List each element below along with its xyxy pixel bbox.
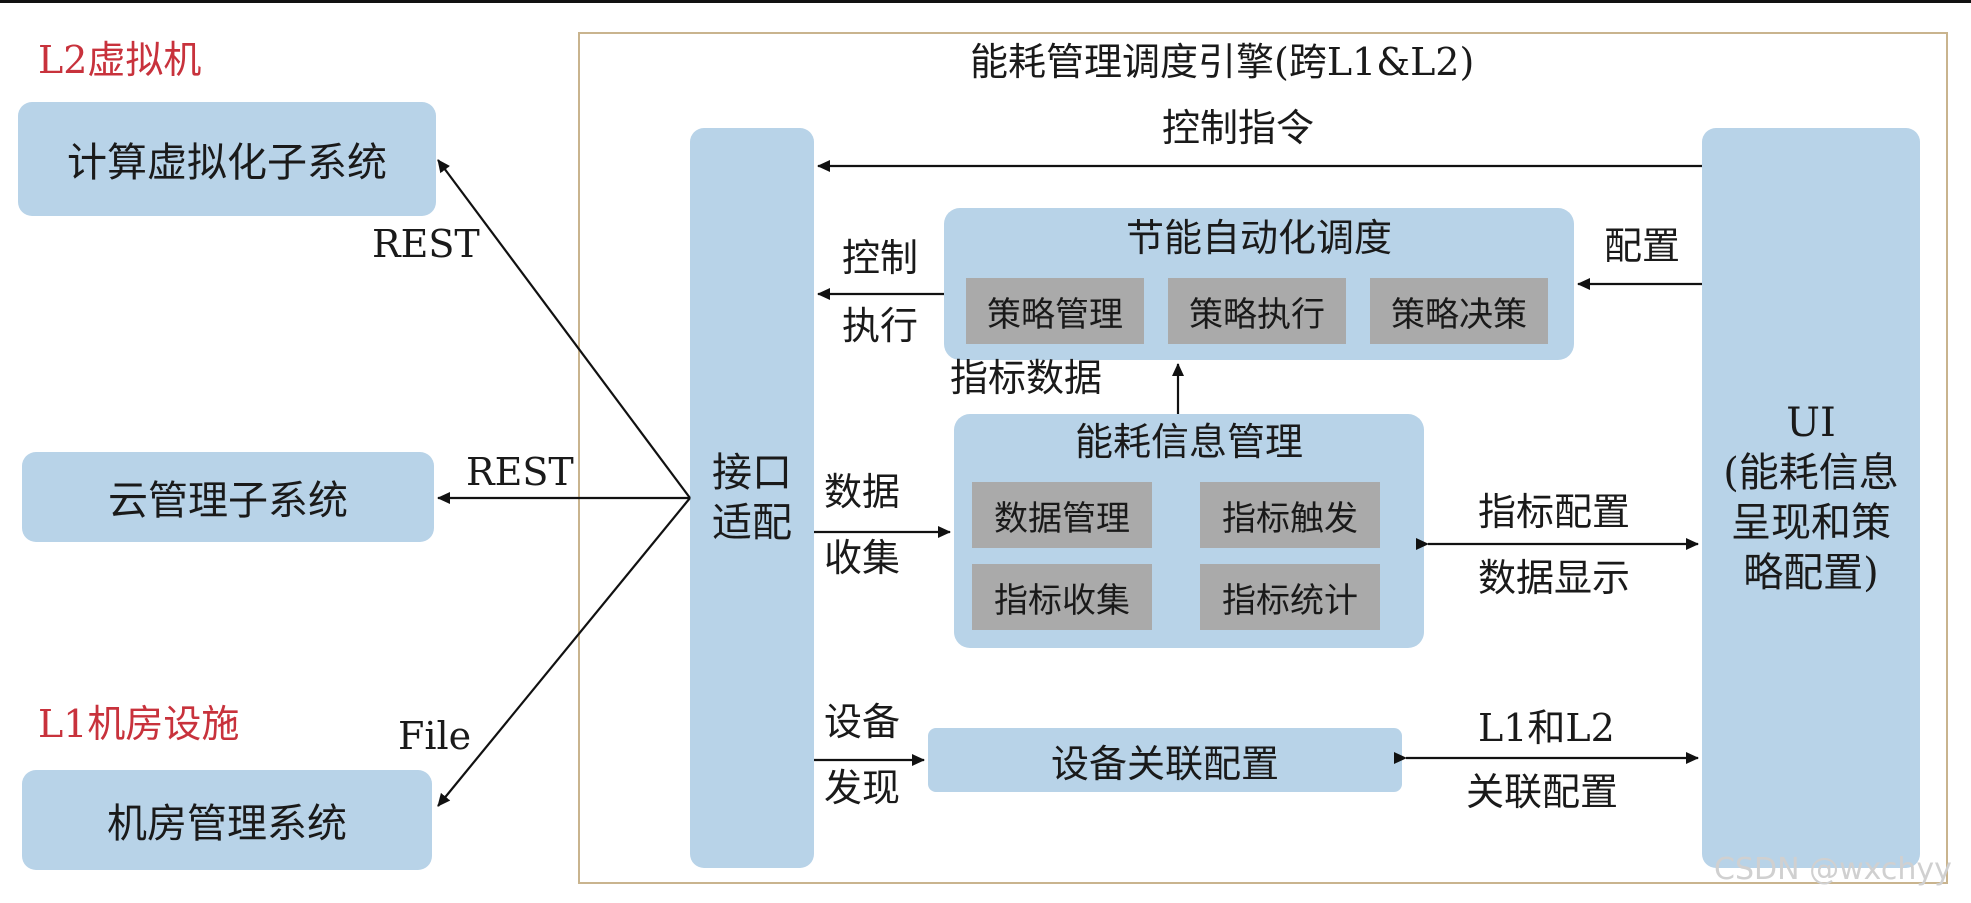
metric-data-label: 指标数据 (950, 356, 1103, 400)
file-arrow-to-room (437, 497, 691, 807)
l1-l2-label: L1和L2 (1478, 706, 1615, 750)
rest-mid-label: REST (466, 450, 574, 494)
policy-management: 策略管理 (966, 278, 1144, 344)
config-label: 配置 (1604, 224, 1681, 268)
ui-box: UI (能耗信息 呈现和策 略配置) (1702, 128, 1920, 868)
interface-line-1: 接口 (712, 450, 792, 496)
engine-title: 能耗管理调度引擎(跨L1&L2) (970, 40, 1475, 84)
energy-scheduling-box: 节能自动化调度 策略管理 策略执行 策略决策 (944, 208, 1574, 360)
assoc-config-label: 关联配置 (1466, 770, 1619, 814)
compute-subsystem-label: 计算虚拟化子系统 (67, 140, 387, 186)
data-collect-line-1: 数据 (824, 470, 901, 514)
data-display-label: 数据显示 (1478, 556, 1631, 600)
interface-line-2: 适配 (712, 500, 792, 546)
device-association-box: 设备关联配置 (928, 728, 1402, 792)
metric-statistics: 指标统计 (1200, 564, 1380, 630)
rest-arrow-to-compute (437, 159, 691, 499)
file-label: File (398, 714, 472, 758)
metric-trigger: 指标触发 (1200, 482, 1380, 548)
room-system-label: 机房管理系统 (107, 801, 347, 847)
energy-scheduling-title: 节能自动化调度 (1125, 216, 1392, 260)
control-command-label: 控制指令 (1162, 106, 1315, 150)
top-border (0, 0, 1971, 3)
rest-top-label: REST (372, 222, 480, 266)
data-management: 数据管理 (972, 482, 1152, 548)
ui-line-3: 呈现和策 (1731, 500, 1891, 546)
device-association-label: 设备关联配置 (1050, 741, 1279, 786)
ui-line-1: UI (1786, 400, 1836, 446)
metric-config-label: 指标配置 (1478, 490, 1631, 534)
cloud-management-subsystem: 云管理子系统 (22, 452, 434, 542)
device-discover-line-1: 设备 (824, 700, 901, 744)
control-exec-line-2: 执行 (842, 304, 919, 348)
ui-line-4: 略配置) (1743, 550, 1879, 596)
control-exec-line-1: 控制 (842, 236, 919, 280)
ui-line-2: (能耗信息 (1723, 450, 1899, 496)
compute-virtualization-subsystem: 计算虚拟化子系统 (18, 102, 436, 216)
l1-facility-label: L1机房设施 (38, 702, 240, 746)
engine-frame (578, 32, 1948, 884)
cloud-subsystem-label: 云管理子系统 (108, 478, 348, 524)
policy-decision: 策略决策 (1370, 278, 1548, 344)
l2-vm-label: L2虚拟机 (38, 38, 202, 82)
device-discover-line-2: 发现 (824, 766, 901, 810)
watermark: CSDN @wxchyy (1714, 852, 1952, 887)
data-collect-line-2: 收集 (824, 536, 901, 580)
metric-collection: 指标收集 (972, 564, 1152, 630)
energy-info-box: 能耗信息管理 数据管理 指标触发 指标收集 指标统计 (954, 414, 1424, 648)
policy-execution: 策略执行 (1168, 278, 1346, 344)
room-management-system: 机房管理系统 (22, 770, 432, 870)
energy-info-title: 能耗信息管理 (1074, 420, 1303, 464)
interface-adapter-box: 接口 适配 (690, 128, 814, 868)
